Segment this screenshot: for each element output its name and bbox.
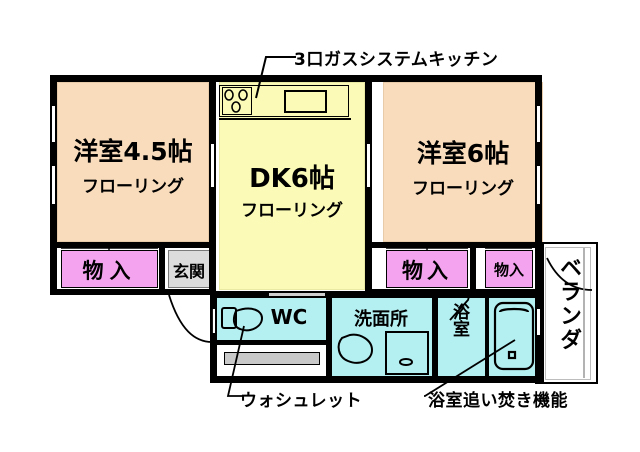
door-washitsu45-dk[interactable] [210, 143, 215, 188]
window-left-lower [51, 165, 56, 205]
wall-wc-top [210, 291, 542, 298]
wall-top-outer [50, 75, 542, 82]
wall-closet-right-divider [470, 248, 476, 290]
door-dk-washitsu6[interactable] [366, 143, 371, 188]
room-washitsu-6 [383, 82, 543, 242]
label-bathroom: 浴室 [449, 303, 469, 337]
wall-entrance-right [209, 248, 216, 290]
wall-closet-left-bottom [50, 289, 216, 295]
veranda-outer-border [542, 242, 598, 384]
wall-water-bottom [210, 376, 542, 383]
wall-washroom-bath-divider [432, 291, 438, 383]
window-dk-bottom [268, 292, 326, 297]
label-washroom: 洗面所 [354, 309, 408, 330]
wall-closet-entrance-divider [159, 248, 165, 290]
label-washitsu-6: 洋室6帖 [416, 139, 510, 168]
door-bathroom-veranda[interactable] [536, 308, 541, 336]
callout-bath-reheat: 浴室追い焚き機能 [428, 391, 568, 411]
label-entrance: 玄関 [172, 262, 205, 281]
label-washitsu-6-sub: フローリング [412, 179, 514, 199]
label-closet-right-small: 物入 [493, 261, 524, 279]
closet-right-small [485, 250, 533, 288]
window-right-lower [536, 165, 541, 205]
entrance-area [168, 250, 210, 288]
label-washitsu-4-5: 洋室4.5帖 [73, 137, 193, 166]
label-washitsu-4-5-sub: フローリング [82, 177, 184, 197]
callout-washlet: ウォシュレット [240, 391, 363, 411]
label-dk-6: DK6帖 [249, 164, 335, 194]
wall-wc-inner-divider [216, 340, 326, 345]
room-washitsu-4-5 [57, 82, 209, 242]
wc-tank-block [224, 352, 320, 365]
wall-washitsu6-closet [372, 242, 542, 248]
label-closet-left: 物入 [82, 259, 137, 283]
label-closet-right-large: 物入 [402, 259, 452, 283]
kitchen-counter-edge [219, 118, 351, 120]
closet-left [61, 250, 158, 288]
wall-wc-left [210, 291, 217, 383]
label-veranda: ベランダ [556, 256, 581, 352]
wall-wc-washroom-divider [326, 291, 332, 383]
wall-right-outer-upper [535, 75, 542, 247]
gas-stove-icon [222, 87, 252, 115]
wall-bath-inner-divider [485, 298, 489, 377]
closet-right-large [386, 250, 468, 288]
kitchen-sink-icon [284, 90, 327, 113]
label-dk-6-sub: フローリング [241, 201, 343, 221]
callout-kitchen: 3口ガスシステムキッチン [294, 50, 499, 70]
entrance-door-swing [168, 294, 213, 343]
label-wc: WC [270, 305, 308, 329]
door-wc-entry[interactable] [211, 308, 216, 334]
window-left-upper [51, 105, 56, 143]
wall-washitsu45-closet [50, 242, 216, 248]
window-right-upper [536, 105, 541, 143]
